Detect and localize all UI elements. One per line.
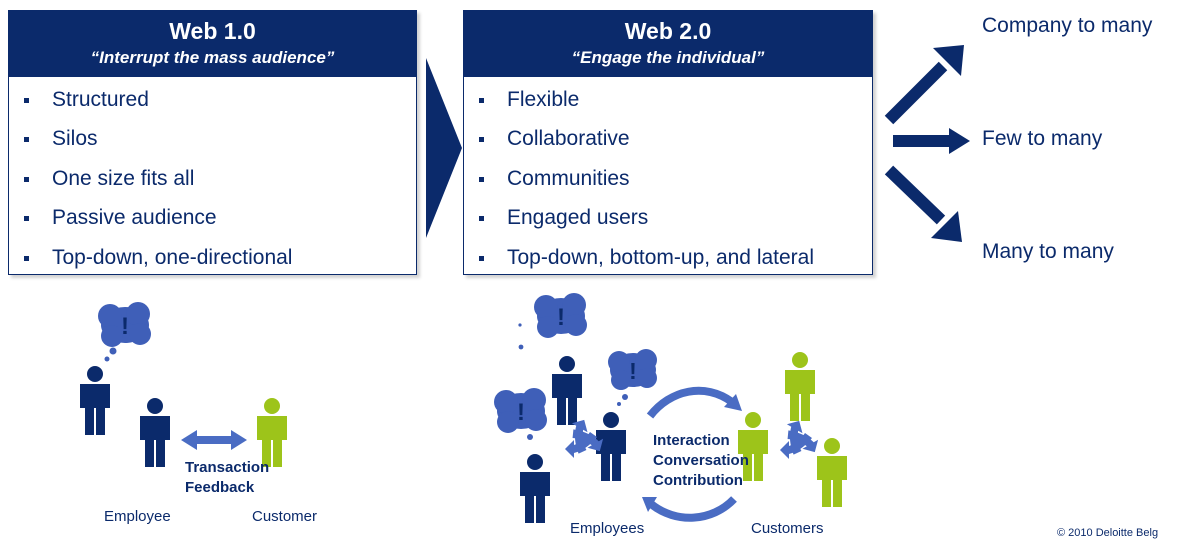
web2-panel: Web 2.0 “Engage the individual” Flexible… <box>463 10 873 275</box>
cycle-arrowhead-icon <box>724 394 742 411</box>
thought-cloud-icon <box>98 302 151 362</box>
employees-label: Employees <box>570 520 645 537</box>
exchange-label: Transaction Feedback <box>185 459 270 496</box>
customer-figure-icon <box>817 438 847 507</box>
web2-title: Web 2.0 <box>624 18 712 44</box>
arrowhead-up <box>933 45 964 76</box>
arrow-down <box>884 165 946 225</box>
customer-label: Customer <box>252 508 318 525</box>
exclamation-icon: ! <box>517 399 525 426</box>
outcome-many-to-many: Many to many <box>982 240 1114 263</box>
outcome-arrows <box>884 61 952 225</box>
web1-header: Web 1.0 “Interrupt the mass audience” <box>9 11 416 77</box>
employee-figure-icon <box>140 398 170 467</box>
exclamation-icon: ! <box>121 313 129 340</box>
employee-figure-icon <box>80 366 110 435</box>
web2-header: Web 2.0 “Engage the individual” <box>464 11 872 77</box>
customer-figure-icon <box>785 352 815 421</box>
customer-figure-icon <box>257 398 287 467</box>
list-item: Top-down, bottom-up, and lateral <box>464 242 872 281</box>
web1-panel: Web 1.0 “Interrupt the mass audience” St… <box>8 10 417 275</box>
web2-list: Flexible Collaborative Communities Engag… <box>464 77 872 281</box>
two-way-arrow-icon <box>181 430 247 450</box>
exclamation-icon: ! <box>629 358 637 384</box>
outcome-company-to-many: Company to many <box>982 14 1153 37</box>
thought-cloud-icon <box>608 349 657 406</box>
list-item: One size fits all <box>9 163 416 202</box>
arrow-up <box>884 61 948 125</box>
copyright-text: © 2010 Deloitte Belg <box>1057 527 1159 539</box>
exclamation-icon: ! <box>557 304 565 331</box>
cycle-arrow-icon <box>646 386 737 522</box>
list-item: Top-down, one-directional <box>9 242 416 281</box>
web1-tagline: “Interrupt the mass audience” <box>90 48 335 67</box>
thought-cloud-icon <box>518 293 587 350</box>
transition-chevron <box>426 58 462 238</box>
cycle-arrowhead-icon <box>642 497 657 512</box>
arrowhead-right <box>949 128 970 154</box>
employee-label: Employee <box>104 508 171 525</box>
list-item: Silos <box>9 123 416 162</box>
outcome-few-to-many: Few to many <box>982 127 1103 150</box>
web1-list: Structured Silos One size fits all Passi… <box>9 77 416 281</box>
list-item: Flexible <box>464 84 872 123</box>
employee-figure-icon <box>520 454 550 523</box>
list-item: Communities <box>464 163 872 202</box>
employee-figure-icon <box>552 356 582 425</box>
list-item: Structured <box>9 84 416 123</box>
web2-tagline: “Engage the individual” <box>571 48 765 67</box>
thought-cloud-icon <box>494 388 547 440</box>
list-item: Engaged users <box>464 202 872 241</box>
customers-label: Customers <box>751 520 824 537</box>
web1-title: Web 1.0 <box>169 18 256 44</box>
arrowhead-down <box>931 211 962 242</box>
list-item: Collaborative <box>464 123 872 162</box>
interaction-label: Interaction Conversation Contribution <box>653 432 749 489</box>
recycle-arrows-icon <box>775 416 823 461</box>
list-item: Passive audience <box>9 202 416 241</box>
